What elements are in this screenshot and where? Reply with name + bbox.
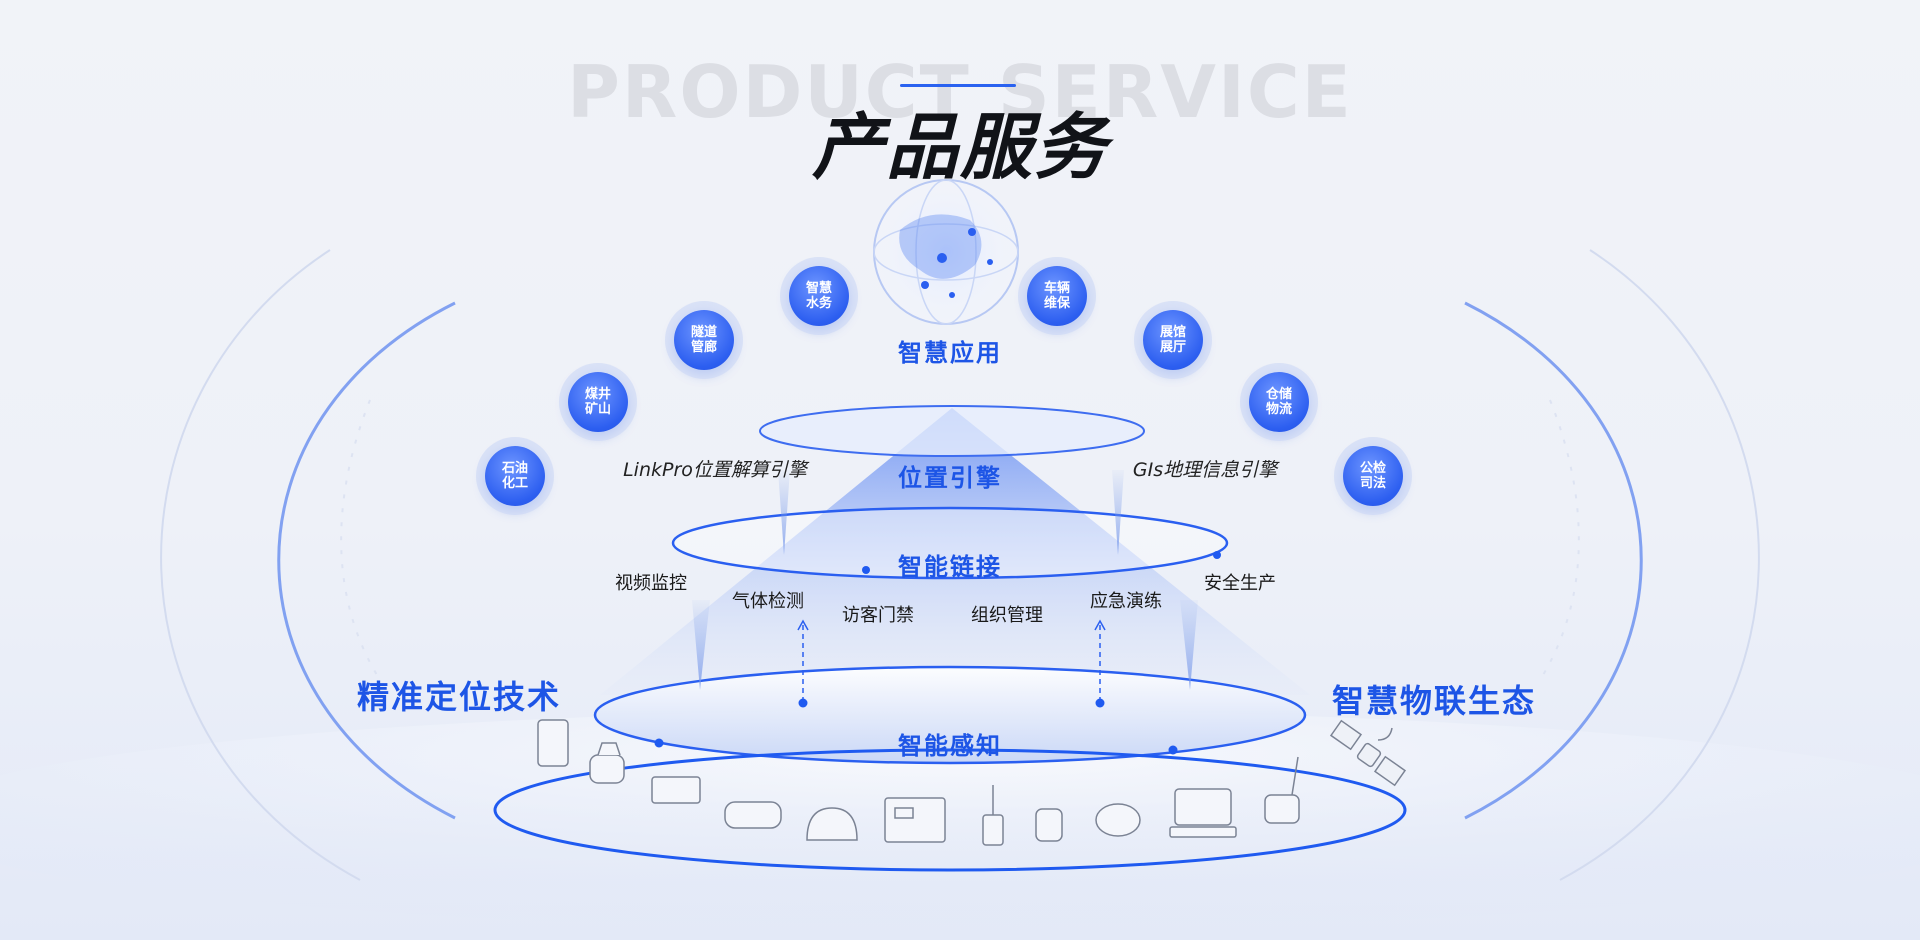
side-title-iot: 智慧物联生态 bbox=[1332, 682, 1537, 720]
app-node-exhibition[interactable]: 展馆 展厅 bbox=[1143, 310, 1203, 370]
engine-label-linkpro: LinkPro位置解算引擎 bbox=[623, 459, 807, 481]
app-node-label-line1: 智慧 bbox=[805, 281, 832, 296]
globe-icon bbox=[873, 179, 1019, 325]
app-node-label-line1: 隧道 bbox=[690, 325, 717, 340]
perception-disc bbox=[593, 665, 1307, 765]
cylinder-sensor-icon bbox=[1035, 808, 1063, 842]
app-node-logistics[interactable]: 仓储 物流 bbox=[1249, 372, 1309, 432]
app-node-judicial[interactable]: 公检 司法 bbox=[1343, 446, 1403, 506]
layer-label-engine: 位置引擎 bbox=[898, 464, 1002, 492]
app-node-label-line2: 水务 bbox=[805, 296, 832, 311]
app-node-label-line1: 石油 bbox=[501, 461, 528, 476]
app-node-label-line2: 化工 bbox=[501, 476, 528, 491]
feature-safe-production: 安全生产 bbox=[1204, 573, 1276, 594]
app-node-vehicle[interactable]: 车辆 维保 bbox=[1027, 266, 1087, 326]
background-title: PRODUCT SERVICE bbox=[567, 50, 1353, 134]
app-node-label-line2: 维保 bbox=[1043, 296, 1070, 311]
feature-gas-detection: 气体检测 bbox=[732, 591, 804, 612]
central-cone bbox=[600, 408, 1310, 695]
antenna-beacon-icon bbox=[982, 785, 1004, 846]
app-node-label-line1: 车辆 bbox=[1043, 281, 1070, 296]
app-node-label-line2: 物流 bbox=[1265, 402, 1292, 417]
app-node-label-line2: 展厅 bbox=[1159, 340, 1186, 355]
page-title: 产品服务 bbox=[811, 105, 1108, 189]
feature-visitor-access: 访客门禁 bbox=[842, 605, 914, 626]
app-node-label-line2: 矿山 bbox=[584, 402, 611, 417]
app-node-coal-mine[interactable]: 煤井 矿山 bbox=[568, 372, 628, 432]
controller-board-icon bbox=[884, 797, 946, 843]
side-title-positioning: 精准定位技术 bbox=[357, 678, 562, 716]
title-accent-line bbox=[900, 84, 1016, 87]
gateway-box-icon bbox=[651, 776, 701, 804]
device-row bbox=[537, 719, 1300, 846]
app-node-tunnel[interactable]: 隧道 管廊 bbox=[674, 310, 734, 370]
app-node-label-line1: 煤井 bbox=[584, 387, 611, 402]
app-node-label-line2: 管廊 bbox=[690, 340, 717, 355]
layer-label-link: 智能链接 bbox=[898, 553, 1002, 581]
feature-org-management: 组织管理 bbox=[971, 605, 1043, 626]
watch-icon bbox=[589, 742, 625, 784]
engine-disc bbox=[759, 405, 1145, 457]
feature-video-monitoring: 视频监控 bbox=[615, 573, 687, 594]
feature-emergency-drill: 应急演练 bbox=[1090, 591, 1162, 612]
app-node-label-line1: 仓储 bbox=[1265, 387, 1292, 402]
app-node-label-line2: 司法 bbox=[1359, 476, 1386, 491]
base-ring bbox=[493, 748, 1407, 872]
lamp-charger-icon bbox=[1169, 788, 1237, 838]
app-node-label-line1: 展馆 bbox=[1159, 325, 1186, 340]
app-node-petrochemical[interactable]: 石油 化工 bbox=[485, 446, 545, 506]
satellite-icon bbox=[1330, 719, 1407, 787]
helmet-icon bbox=[806, 807, 858, 841]
probe-sensor-icon bbox=[1264, 756, 1300, 824]
right-bracket-arc bbox=[1464, 301, 1643, 820]
app-node-water[interactable]: 智慧 水务 bbox=[789, 266, 849, 326]
tag-card-icon bbox=[537, 719, 569, 767]
layer-label-perception: 智能感知 bbox=[898, 732, 1002, 760]
round-beacon-icon bbox=[1095, 803, 1141, 837]
app-node-label-line1: 公检 bbox=[1359, 461, 1386, 476]
layer-label-application: 智慧应用 bbox=[898, 339, 1002, 367]
engine-label-gis: GIs地理信息引擎 bbox=[1132, 459, 1278, 481]
link-ring bbox=[671, 506, 1229, 580]
wristband-icon bbox=[724, 801, 782, 829]
left-bracket-arc bbox=[277, 301, 456, 820]
